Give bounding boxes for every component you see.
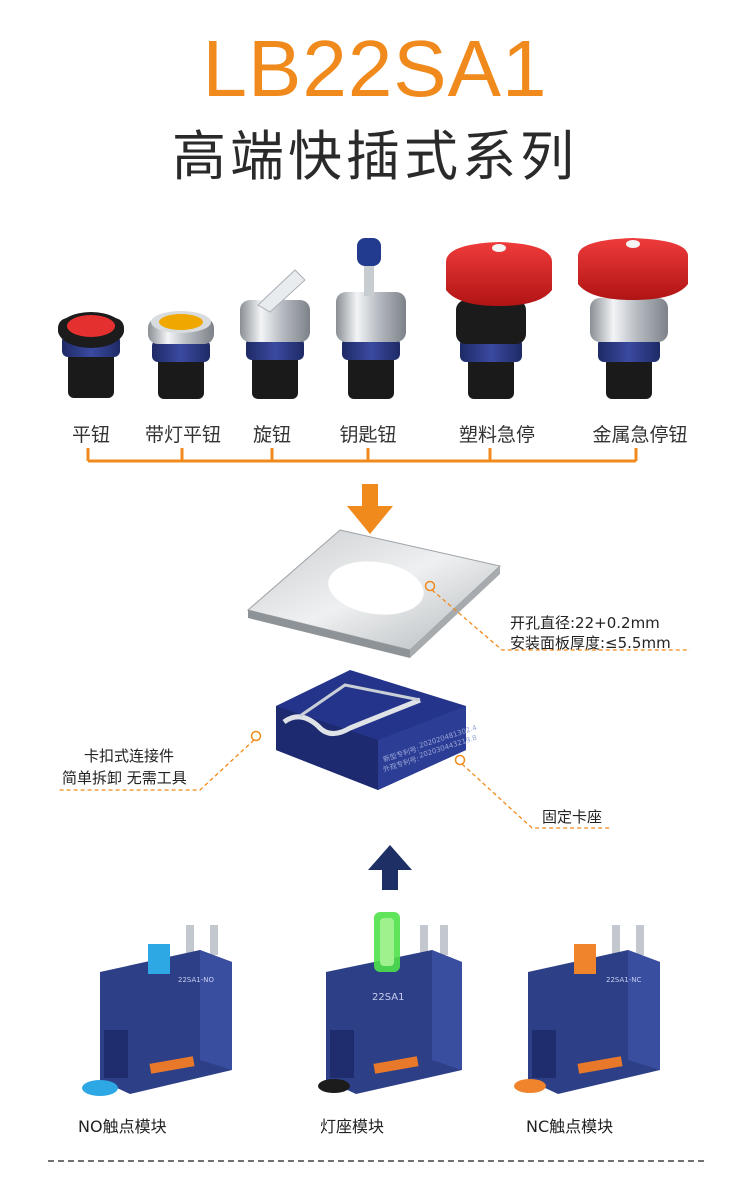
no-contact-module-image: 22SA1-NO: [82, 925, 232, 1096]
button-label-key: 钥匙钮: [339, 424, 397, 446]
nc-contact-module-image: 22SA1-NC: [514, 925, 660, 1094]
page-subtitle: 高端快插式系列: [172, 125, 578, 188]
button-label-plastic-estop: 塑料急停: [458, 424, 535, 446]
illuminated-button-image: [148, 311, 214, 399]
selector-switch-image: [240, 269, 310, 399]
fixing-base-image: 新型专利号: 外观专利号: 202020481302.4 20203044321…: [58, 670, 612, 829]
button-label-illuminated: 带灯平钮: [144, 424, 221, 446]
no-module-code: 22SA1-NO: [178, 976, 214, 984]
plastic-emergency-stop-image: [446, 242, 552, 399]
fixing-base-label: 固定卡座: [542, 808, 603, 826]
lamp-holder-module-image: 22SA1: [318, 912, 462, 1094]
button-label-metal-estop: 金属急停钮: [592, 424, 688, 446]
down-arrow-icon: [347, 484, 393, 534]
mounting-panel-image: [246, 529, 690, 658]
connector-label-line1: 卡扣式连接件: [84, 747, 175, 765]
button-label-flat: 平钮: [71, 424, 110, 446]
module-label-lamp: 灯座模块: [320, 1117, 385, 1136]
module-label-no: NO触点模块: [78, 1117, 167, 1136]
up-arrow-icon: [368, 845, 412, 890]
key-switch-image: [336, 238, 406, 399]
module-label-nc: NC触点模块: [526, 1117, 614, 1136]
hole-diameter-label: 开孔直径:22+0.2mm: [510, 614, 660, 632]
lamp-module-code: 22SA1: [372, 992, 404, 1003]
selection-bracket: [86, 448, 638, 463]
flat-button-image: [58, 312, 124, 398]
nc-module-code: 22SA1-NC: [606, 976, 641, 984]
button-label-rotary: 旋钮: [252, 424, 291, 446]
connector-label-line2: 简单拆卸 无需工具: [62, 769, 187, 787]
page-title: LB22SA1: [202, 24, 548, 113]
panel-thickness-label: 安装面板厚度:≤5.5mm: [510, 634, 671, 652]
metal-emergency-stop-image: [578, 238, 688, 399]
